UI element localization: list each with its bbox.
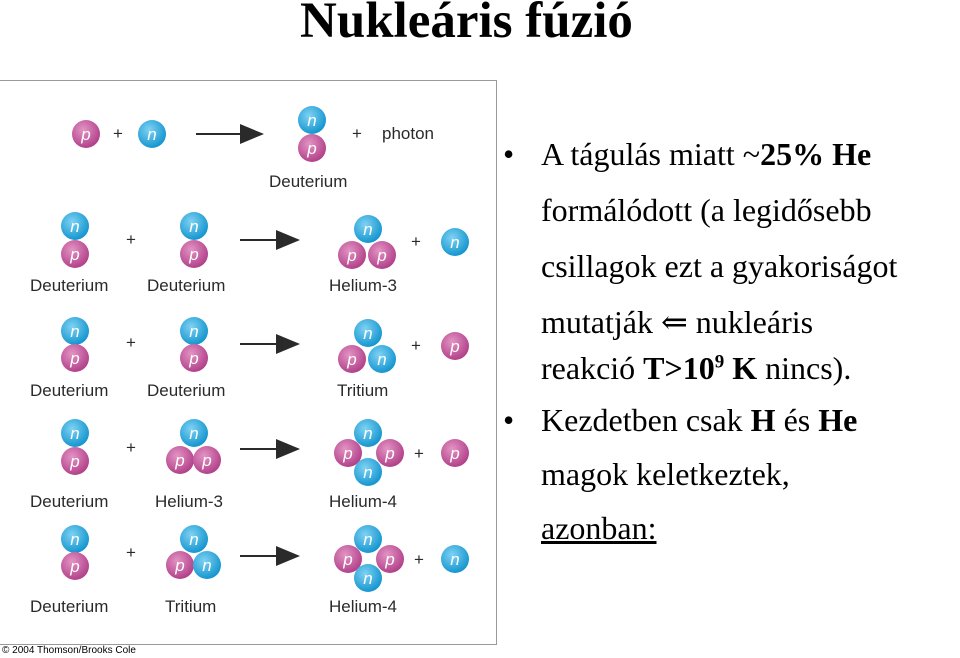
particle-label: Deuterium	[30, 381, 108, 400]
neutron-symbol: n	[70, 217, 79, 236]
plus-sign: +	[126, 230, 136, 249]
neutron-symbol: n	[189, 530, 198, 549]
bullet-line: formálódott (a legidősebb	[541, 194, 960, 250]
proton-symbol: p	[69, 245, 79, 264]
neutron-symbol: n	[363, 569, 372, 588]
copyright-credit: © 2004 Thomson/Brooks Cole	[2, 645, 136, 656]
particle-label: Helium-3	[329, 276, 397, 295]
bullet-line: mutatják ⇐ nukleáris	[541, 306, 960, 352]
particle-label: Helium-4	[329, 492, 397, 511]
particle-label: Helium-3	[155, 492, 223, 511]
particle-label: Deuterium	[269, 172, 347, 191]
proton-symbol: p	[342, 444, 352, 463]
bullet-line: magok keletkeztek,	[541, 458, 960, 512]
neutron-symbol: n	[189, 217, 198, 236]
text-span: nincs).	[757, 350, 851, 386]
neutron-symbol: n	[363, 530, 372, 549]
bullet-dot: •	[503, 138, 514, 170]
proton-symbol: p	[201, 451, 211, 470]
page-title: Nukleáris fúzió	[300, 0, 633, 50]
text-span: reakció	[541, 350, 643, 386]
proton-symbol: p	[188, 349, 198, 368]
plus-sign: +	[411, 232, 421, 251]
proton-symbol: p	[174, 451, 184, 470]
plus-sign: +	[126, 333, 136, 352]
text-span: A tágulás miatt ~	[541, 136, 760, 172]
highlight-text: T>10	[643, 350, 715, 386]
neutron-symbol: n	[363, 324, 372, 343]
proton-symbol: p	[69, 452, 79, 471]
proton-symbol: p	[69, 557, 79, 576]
plus-sign: +	[414, 550, 424, 569]
proton-symbol: p	[188, 245, 198, 264]
proton-symbol: p	[384, 550, 394, 569]
particle-label: Deuterium	[30, 597, 108, 616]
particle-label: Deuterium	[147, 381, 225, 400]
neutron-symbol: n	[189, 424, 198, 443]
double-arrow-left-icon: ⇐	[661, 304, 688, 340]
neutron-symbol: n	[363, 220, 372, 239]
bullet-dot: •	[503, 404, 514, 436]
neutron-symbol: n	[202, 556, 211, 575]
plus-sign: +	[411, 336, 421, 355]
neutron-symbol: n	[189, 322, 198, 341]
highlight-text: 25% He	[760, 136, 871, 172]
highlight-text: H	[751, 402, 776, 438]
neutron-symbol: n	[377, 350, 386, 369]
plus-sign: +	[126, 543, 136, 562]
particle-label: Tritium	[337, 381, 388, 400]
bullet-item: • Kezdetben csak H és He magok keletkezt…	[503, 404, 960, 566]
neutron-symbol: n	[147, 125, 156, 144]
plus-sign: +	[414, 444, 424, 463]
neutron-symbol: n	[363, 463, 372, 482]
text-span: és	[776, 402, 819, 438]
plus-sign: +	[113, 124, 123, 143]
proton-symbol: p	[80, 125, 90, 144]
particle-label: Helium-4	[329, 597, 397, 616]
text-span: mutatják	[541, 304, 661, 340]
photon-label: photon	[382, 124, 434, 143]
proton-symbol: p	[306, 139, 316, 158]
proton-symbol: p	[376, 246, 386, 265]
bullet-line: reakció T>109 K nincs).	[541, 352, 960, 406]
proton-symbol: p	[449, 337, 459, 356]
neutron-symbol: n	[70, 530, 79, 549]
neutron-symbol: n	[307, 111, 316, 130]
neutron-symbol: n	[70, 322, 79, 341]
proton-symbol: p	[346, 246, 356, 265]
text-span: Kezdetben csak	[541, 402, 751, 438]
highlight-text: K	[724, 350, 757, 386]
exponent: 9	[715, 351, 725, 372]
fusion-diagram: pnnpnpnpnppnnpnpnpnpnpnppnppnpnpnpnnppnn…	[0, 80, 497, 645]
text-span: nukleáris	[688, 304, 813, 340]
neutron-symbol: n	[450, 233, 459, 252]
particle-label: Deuterium	[30, 492, 108, 511]
proton-symbol: p	[384, 444, 394, 463]
bullet-line: Kezdetben csak H és He	[541, 404, 960, 458]
proton-symbol: p	[346, 350, 356, 369]
bullet-item: • A tágulás miatt ~25% He formálódott (a…	[503, 138, 960, 406]
particle-label: Deuterium	[30, 276, 108, 295]
plus-sign: +	[352, 124, 362, 143]
proton-symbol: p	[449, 444, 459, 463]
bullet-line: csillagok ezt a gyakoriságot	[541, 250, 960, 306]
neutron-symbol: n	[70, 424, 79, 443]
particle-label: Deuterium	[147, 276, 225, 295]
highlight-text: He	[818, 402, 857, 438]
bullet-line: A tágulás miatt ~25% He	[541, 138, 960, 194]
proton-symbol: p	[342, 550, 352, 569]
proton-symbol: p	[69, 349, 79, 368]
particle-label: Tritium	[165, 597, 216, 616]
neutron-symbol: n	[363, 424, 372, 443]
bullet-line: azonban:	[541, 512, 960, 566]
bullet-list: • A tágulás miatt ~25% He formálódott (a…	[503, 138, 960, 566]
proton-symbol: p	[174, 556, 184, 575]
fusion-diagram-svg: pnnpnpnpnppnnpnpnpnpnpnppnppnpnpnpnnppnn…	[0, 81, 496, 644]
neutron-symbol: n	[450, 550, 459, 569]
plus-sign: +	[126, 438, 136, 457]
